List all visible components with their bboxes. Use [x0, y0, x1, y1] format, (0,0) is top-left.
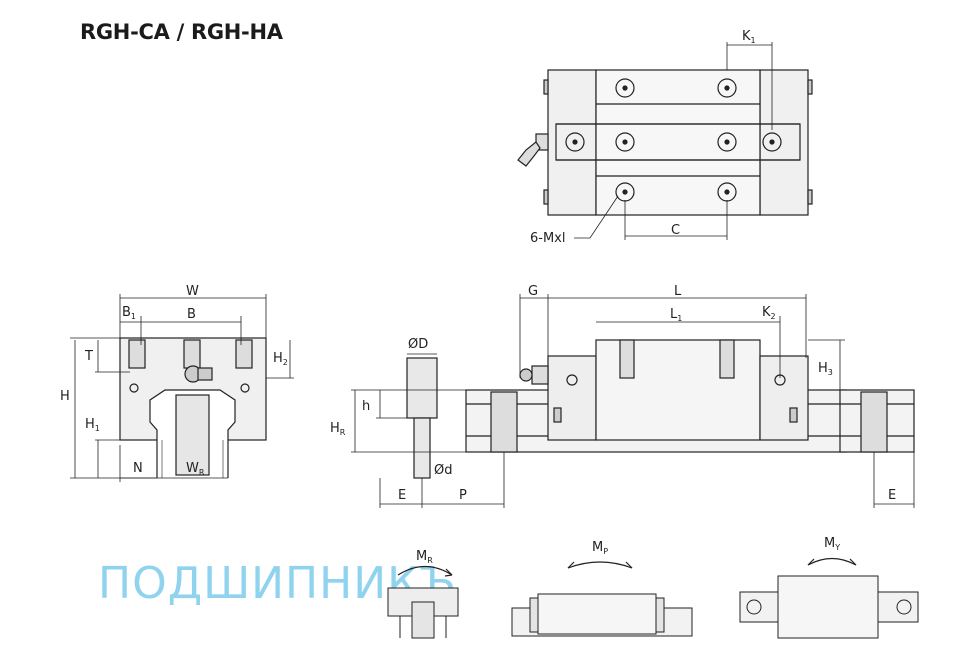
dim-l1: L1: [670, 307, 682, 323]
dim-g: G: [528, 284, 538, 299]
dim-h1: H1: [85, 417, 100, 433]
front-view: [70, 294, 294, 482]
dim-k1: K1: [742, 29, 756, 45]
holes-label: 6-Mxl: [530, 231, 565, 246]
dim-small-h: h: [362, 399, 370, 414]
moment-mr-label: MR: [416, 549, 433, 565]
dim-t: T: [84, 349, 93, 364]
side-view: [351, 294, 915, 508]
dim-h2: H2: [273, 351, 288, 367]
dim-c: C: [671, 223, 680, 238]
moment-mp-view: [511, 561, 693, 637]
top-view: [517, 42, 813, 240]
dim-n: N: [133, 461, 143, 476]
dim-d: Ød: [434, 463, 452, 478]
dim-h3: H3: [818, 361, 833, 377]
dim-p: P: [459, 488, 467, 503]
moment-my-view: [739, 557, 919, 639]
dim-wr: WR: [186, 461, 205, 477]
moment-my-label: MY: [824, 536, 840, 552]
dim-hr: HR: [330, 421, 346, 437]
dim-e-right: E: [888, 488, 896, 503]
dim-w: W: [186, 284, 199, 299]
moment-mr-view: [387, 565, 459, 639]
dim-od: ØD: [408, 337, 428, 352]
dim-k2: K2: [762, 305, 776, 321]
page-title: RGH-CA / RGH-HA: [80, 20, 283, 44]
mounting-holes: [565, 78, 782, 202]
dim-h: H: [60, 389, 70, 404]
dim-b: B: [187, 307, 196, 322]
dim-e: E: [398, 488, 406, 503]
dim-b1: B1: [122, 305, 136, 321]
dim-l: L: [674, 284, 682, 299]
grease-nipple: [517, 133, 549, 167]
moment-mp-label: MP: [592, 540, 608, 556]
